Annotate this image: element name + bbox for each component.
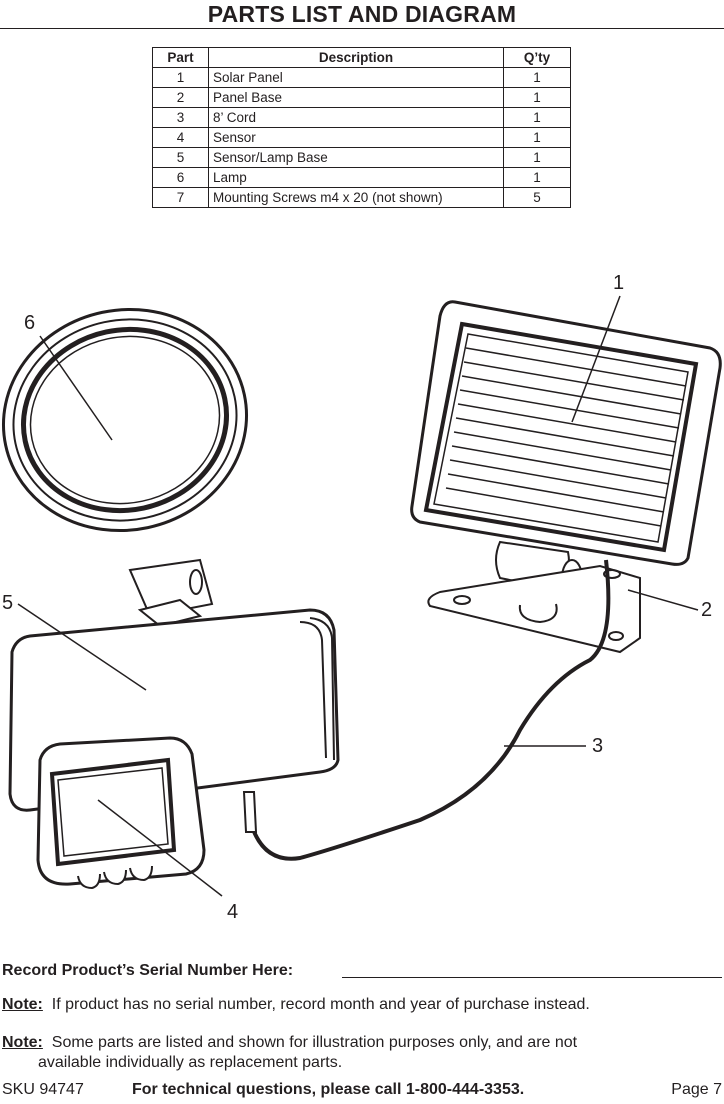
- header-part: Part: [152, 47, 209, 68]
- cell-qty: 5: [503, 187, 571, 208]
- cell-description: Sensor: [208, 127, 504, 148]
- note-2: Note: Some parts are listed and shown fo…: [2, 1033, 712, 1073]
- cell-qty: 1: [503, 127, 571, 148]
- footer-tech-support: For technical questions, please call 1-8…: [132, 1081, 525, 1098]
- solar-panel-illustration: [410, 300, 722, 566]
- cell-description: Sensor/Lamp Base: [208, 147, 504, 168]
- header-qty: Q’ty: [503, 47, 571, 68]
- cell-part: 6: [152, 167, 209, 188]
- cell-description: Panel Base: [208, 87, 504, 108]
- cord-illustration: [248, 559, 611, 861]
- cell-description: Lamp: [208, 167, 504, 188]
- note-label: Note:: [2, 996, 43, 1013]
- note-text-continued: available individually as replacement pa…: [38, 1054, 343, 1071]
- cell-part: 1: [152, 67, 209, 88]
- callout-5: 5: [2, 592, 14, 614]
- cell-part: 4: [152, 127, 209, 148]
- cell-description: 8’ Cord: [208, 107, 504, 128]
- cell-part: 5: [152, 147, 209, 168]
- callout-2: 2: [701, 599, 713, 621]
- footer-page-number: Page 7: [671, 1081, 722, 1098]
- callout-1: 1: [613, 272, 625, 294]
- note-text: If product has no serial number, record …: [51, 996, 590, 1013]
- note-label: Note:: [2, 1034, 43, 1051]
- header-description: Description: [208, 47, 504, 68]
- cell-qty: 1: [503, 87, 571, 108]
- cell-description: Solar Panel: [208, 67, 504, 88]
- cell-description: Mounting Screws m4 x 20 (not shown): [208, 187, 504, 208]
- serial-label: Record Product’s Serial Number Here:: [2, 962, 294, 979]
- callout-6: 6: [24, 312, 36, 334]
- cell-qty: 1: [503, 167, 571, 188]
- sensor-illustration: [36, 736, 206, 890]
- title-rule: [0, 28, 724, 29]
- cell-qty: 1: [503, 147, 571, 168]
- cell-qty: 1: [503, 67, 571, 88]
- leader-lines: [17, 295, 699, 897]
- lamp-illustration: [1, 307, 249, 618]
- note-1: Note: If product has no serial number, r…: [2, 995, 712, 1015]
- table-header-row: Part Description Q’ty: [152, 47, 571, 68]
- panel-base-illustration: [427, 540, 641, 654]
- cell-part: 2: [152, 87, 209, 108]
- cell-qty: 1: [503, 107, 571, 128]
- parts-diagram: [1, 295, 722, 897]
- note-text: Some parts are listed and shown for illu…: [51, 1034, 578, 1051]
- page-title: PARTS LIST AND DIAGRAM: [207, 1, 517, 27]
- callout-4: 4: [227, 901, 239, 923]
- cell-part: 3: [152, 107, 209, 128]
- callout-3: 3: [592, 735, 604, 757]
- cell-part: 7: [152, 187, 209, 208]
- footer-sku: SKU 94747: [2, 1081, 84, 1098]
- serial-number-line[interactable]: [342, 977, 722, 978]
